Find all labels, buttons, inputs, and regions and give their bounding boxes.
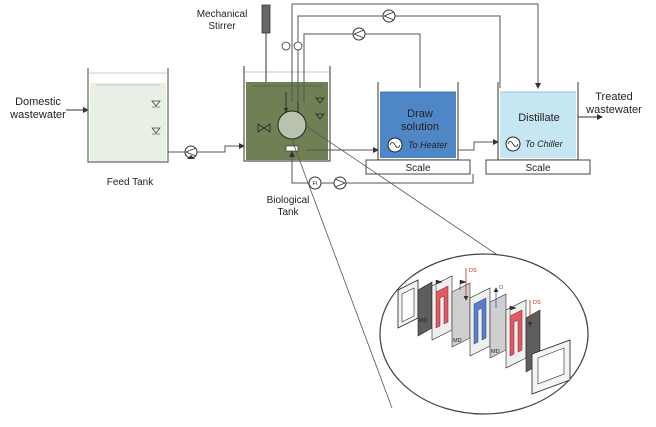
stirrer-label: Mechanical Stirrer <box>197 9 248 32</box>
svg-text:Stirrer: Stirrer <box>208 21 236 32</box>
stirrer-icon <box>261 4 271 92</box>
draw-solution-label: Draw solution <box>401 108 439 133</box>
svg-text:Domestic: Domestic <box>15 96 61 108</box>
svg-text:Scale: Scale <box>525 163 550 174</box>
svg-text:Treated: Treated <box>595 91 633 103</box>
inlet-label: Domestic wastewater <box>9 96 66 121</box>
svg-text:wastewater: wastewater <box>585 104 642 116</box>
svg-text:Scale: Scale <box>405 163 430 174</box>
blue-channel-plate <box>469 287 491 357</box>
biological-tank-label: Biological Tank <box>267 195 310 218</box>
distillate-label: Distillate <box>518 112 560 124</box>
membrane-module-icon <box>277 92 307 152</box>
end-plate-right <box>531 339 571 395</box>
ds-label-left: DS <box>469 268 477 274</box>
svg-text:FI: FI <box>313 181 318 187</box>
zoom-line-lower <box>291 139 393 409</box>
end-plate-left <box>397 279 419 329</box>
pump-icon <box>382 9 396 23</box>
svg-text:Tank: Tank <box>277 207 299 218</box>
svg-text:solution: solution <box>401 121 439 133</box>
svg-text:wastewater: wastewater <box>9 109 66 121</box>
svg-text:Biological: Biological <box>267 195 310 206</box>
outlet-label: Treated wastewater <box>585 91 642 116</box>
pump-icon <box>184 145 198 159</box>
red-channel-plate-left <box>431 275 453 341</box>
svg-text:Draw: Draw <box>407 108 433 120</box>
md-label-left: MD <box>453 338 462 344</box>
scale-left: Scale <box>365 159 471 175</box>
md-label-left-small: MD <box>419 318 428 324</box>
heater-label: To Heater <box>408 140 448 150</box>
chiller-label: To Chiller <box>525 139 564 149</box>
feed-tank <box>87 68 169 163</box>
feed-tank-label: Feed Tank <box>107 177 155 188</box>
svg-text:Mechanical: Mechanical <box>197 9 248 20</box>
md-label-right: MD <box>491 349 500 355</box>
membrane-stack-inset: MD MD MD DS O <box>379 253 589 415</box>
heat-exchanger-icon <box>387 137 403 153</box>
ds-label-right: DS <box>533 300 541 306</box>
zoom-line-upper <box>305 125 503 259</box>
scale-right: Scale <box>485 159 591 175</box>
heat-exchanger-icon <box>505 136 521 152</box>
o-label: O <box>499 285 504 291</box>
pump-icon <box>333 176 347 190</box>
red-channel-plate-right <box>505 299 527 369</box>
pump-icon <box>352 27 366 41</box>
flow-indicator-icon <box>281 41 303 51</box>
flow-indicator-icon: FI <box>308 176 322 190</box>
